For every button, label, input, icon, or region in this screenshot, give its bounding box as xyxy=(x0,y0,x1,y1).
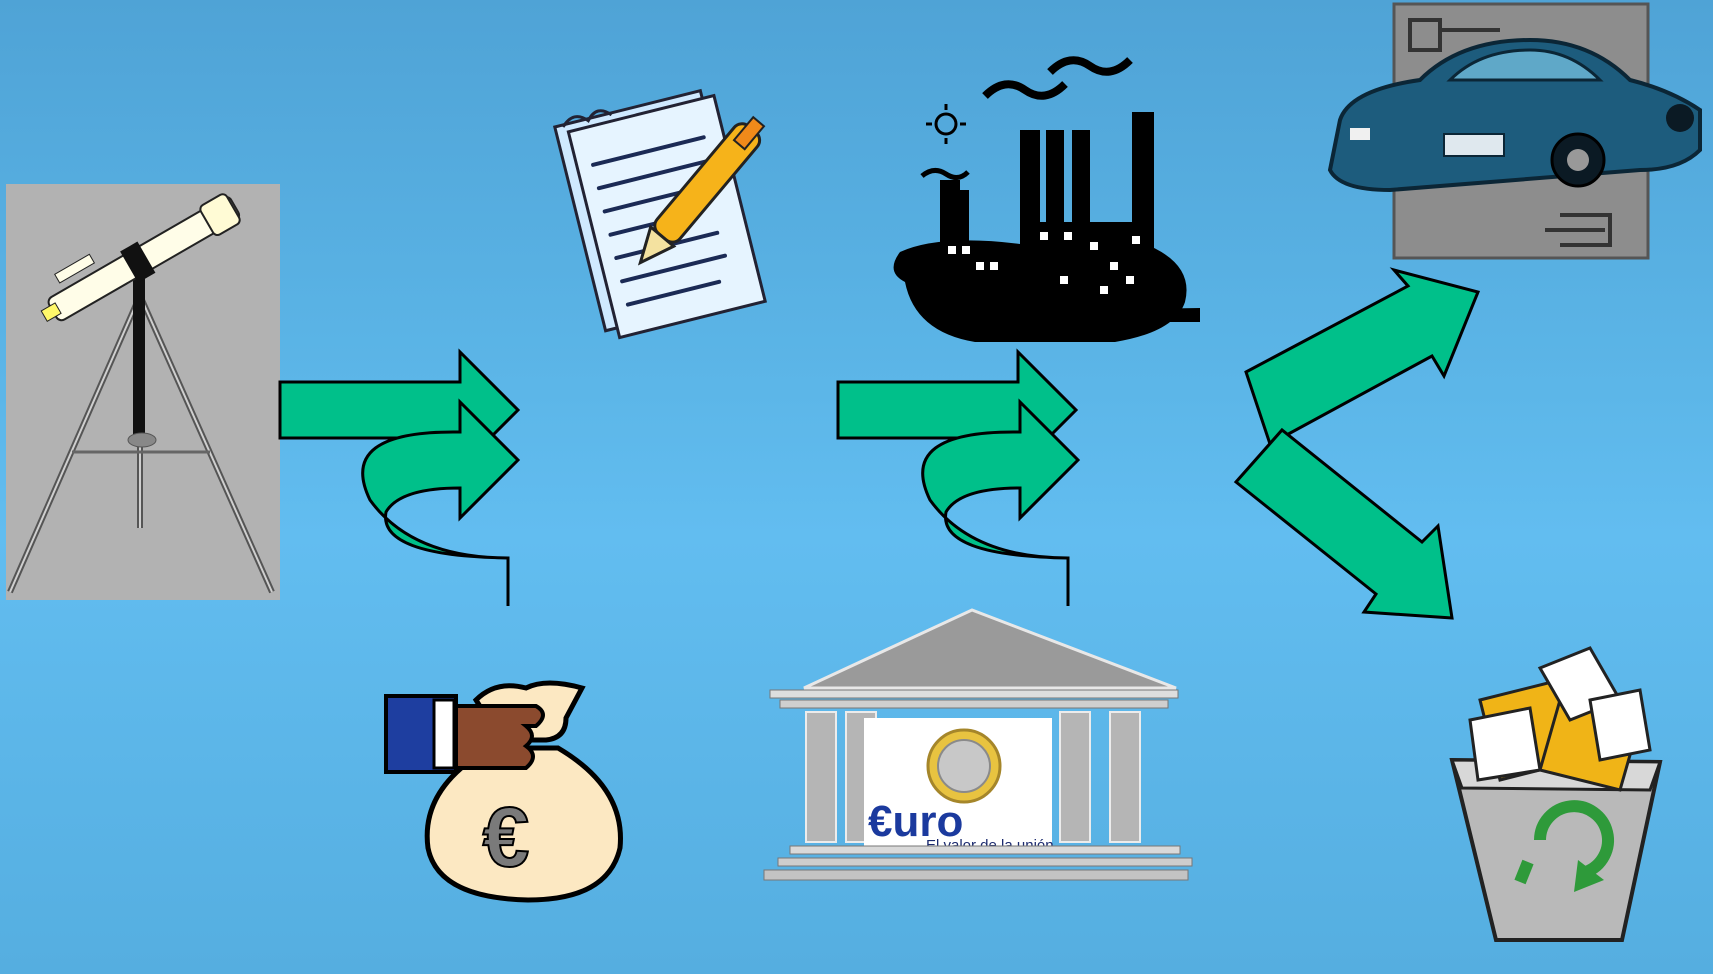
arrow-factory-to-recycle xyxy=(1233,427,1454,620)
euro-symbol: € xyxy=(483,790,530,884)
car-keys-icon xyxy=(1327,2,1702,260)
curved-arrow-money-to-document xyxy=(361,398,521,606)
euro-logo-word: €uro xyxy=(868,797,963,846)
curved-arrow-bank-to-factory xyxy=(921,398,1081,606)
euro-money-bag-icon: € xyxy=(384,680,623,903)
bank-euro-icon: €uro El valor de la unión xyxy=(763,608,1193,881)
factory-icon xyxy=(893,56,1200,342)
recycle-bin-icon xyxy=(1449,646,1663,942)
notepad-pencil-icon xyxy=(552,88,768,340)
arrow-factory-to-car xyxy=(1244,267,1481,447)
telescope-icon xyxy=(6,184,280,600)
